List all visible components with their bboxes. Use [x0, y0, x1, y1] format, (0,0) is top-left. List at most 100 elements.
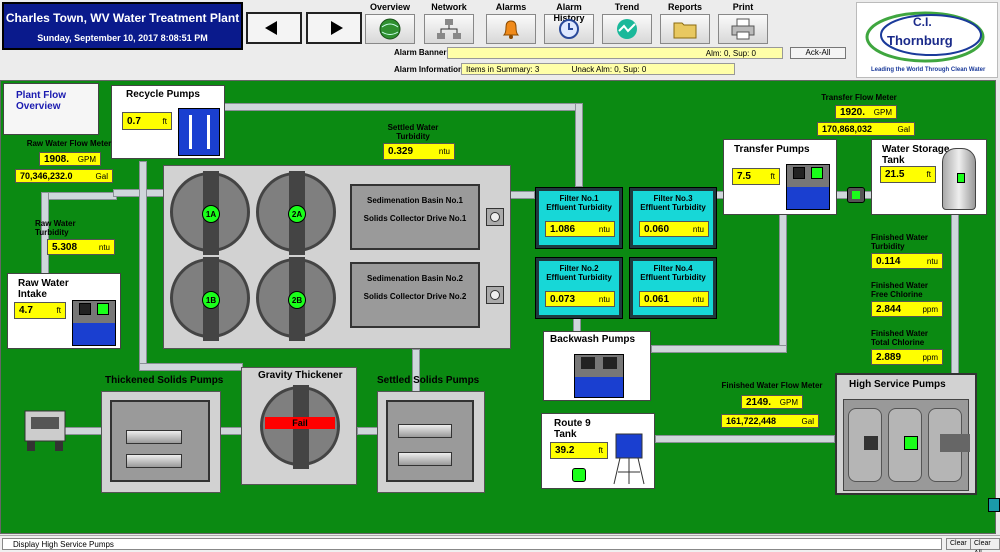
- clarifier-1a-tag: 1A: [202, 205, 220, 223]
- settled-pumps-title: Settled Solids Pumps: [377, 375, 480, 386]
- clarifier-2a[interactable]: 2A: [256, 171, 336, 255]
- pump-motor-icon: [126, 454, 182, 468]
- pump-running-icon: [97, 303, 109, 315]
- route9-valve-icon[interactable]: [572, 468, 586, 482]
- sed-basin-2[interactable]: Sedimenation Basin No.2 Solids Collector…: [350, 262, 480, 328]
- alarm-banner-label: Alarm Banner: [394, 48, 447, 57]
- back-button[interactable]: [246, 12, 302, 44]
- settled-pumps-housing: [386, 400, 474, 482]
- high-service-pumps-panel[interactable]: High Service Pumps: [835, 373, 977, 495]
- alarm-info-field[interactable]: Items in Summary: 3 Unack Alm: 0, Sup: 0: [461, 63, 735, 75]
- right-arrow-icon: [331, 21, 343, 35]
- pump-motor-icon: [126, 430, 182, 444]
- clarifier-2b[interactable]: 2B: [256, 257, 336, 341]
- route9-title: Route 9 Tank: [554, 418, 591, 440]
- settled-turbidity-value: 0.329: [388, 146, 414, 157]
- water-tower-icon: [613, 433, 645, 485]
- folder-icon: [673, 22, 697, 39]
- filter-3-name: Filter No.3: [653, 194, 693, 203]
- high-service-pump-bay: [843, 399, 970, 491]
- filter-4-value: 0.061: [644, 293, 670, 305]
- thickened-pumps-title: Thickened Solids Pumps: [105, 375, 224, 386]
- backwash-pumps-panel[interactable]: Backwash Pumps: [543, 331, 651, 401]
- printer-icon: [731, 18, 755, 40]
- filter-1-sub: Effluent Turbidity: [546, 203, 612, 212]
- sedimentation-complex[interactable]: 1A 2A 1B 2B Sedimenation Basin No.1 Soli…: [163, 165, 511, 349]
- logo-swoosh-icon: [865, 11, 985, 63]
- tool-overview[interactable]: Overview: [363, 2, 417, 46]
- company-logo: C.I. Thornburg Leading the World Through…: [856, 2, 998, 78]
- raw-intake-well: [72, 300, 116, 346]
- finished-turbidity-label: Finished Water Turbidity: [871, 233, 929, 251]
- pump-motor-icon: [398, 424, 452, 438]
- alarm-banner-field[interactable]: Alm: 0, Sup: 0: [447, 47, 783, 59]
- transfer-pumps-level-unit: ft: [770, 172, 775, 181]
- filter-3-sub: Effluent Turbidity: [640, 203, 706, 212]
- filter-2-name: Filter No.2: [559, 264, 599, 273]
- clarifier-1b[interactable]: 1B: [170, 257, 250, 341]
- finished-flow-label: Finished Water Flow Meter: [721, 381, 823, 390]
- settled-pumps-panel[interactable]: [377, 391, 485, 493]
- transfer-valve-icon[interactable]: [847, 187, 865, 203]
- route9-level-value: 39.2: [555, 445, 575, 456]
- header-bar: Charles Town, WV Water Treatment Plant S…: [0, 0, 1000, 80]
- ack-all-button[interactable]: Ack-All: [790, 47, 846, 59]
- free-chlorine-value: 2.844: [876, 303, 902, 315]
- bell-icon: [502, 20, 520, 39]
- thickened-pumps-panel[interactable]: [101, 391, 221, 493]
- filter-2-value: 0.073: [550, 293, 576, 305]
- tool-trend[interactable]: Trend: [600, 2, 654, 46]
- scroll-right-icon[interactable]: [988, 498, 1000, 512]
- finished-flow-rate: 2149.GPM: [741, 395, 803, 409]
- clarifier-1a[interactable]: 1A: [170, 171, 250, 255]
- thickened-pumps-housing: [110, 400, 210, 482]
- tool-network[interactable]: Network: [422, 2, 476, 46]
- recycle-pumps-level-value: 0.7: [127, 115, 141, 127]
- raw-flow-rate: 1908.GPM: [39, 152, 101, 166]
- trend-icon: [617, 19, 637, 39]
- sed-collector-1-label: Solids Collector Drive No.1: [363, 214, 467, 223]
- network-icon: [437, 19, 461, 39]
- plant-flow-overview-button[interactable]: Plant Flow Overview: [3, 83, 99, 135]
- raw-intake-level-value: 4.7: [19, 305, 33, 316]
- pipe-thickener-left: [219, 427, 243, 435]
- pipe-transfer-down: [779, 211, 787, 351]
- clear-button[interactable]: Clear: [946, 538, 971, 550]
- transfer-flow-rate-value: 1920.: [840, 106, 866, 118]
- recycle-wetwell: [178, 108, 220, 156]
- logo-tagline: Leading the World Through Clean Water: [871, 67, 986, 73]
- tool-reports[interactable]: Reports: [658, 2, 712, 46]
- tool-alarms[interactable]: Alarms: [484, 2, 538, 46]
- gravity-thickener-panel[interactable]: Gravity Thickener Fail: [241, 367, 357, 485]
- tool-alarms-label: Alarms: [495, 2, 527, 12]
- filter-2-unit: ntu: [598, 294, 610, 304]
- tool-alarm-history[interactable]: Alarm History: [542, 2, 596, 46]
- sed-basin-1[interactable]: Sedimenation Basin No.1 Solids Collector…: [350, 184, 480, 250]
- sed-basin-2-label: Sedimenation Basin No.2: [366, 274, 464, 283]
- raw-flow-total-value: 70,346,232.0: [20, 171, 73, 181]
- clear-all-button[interactable]: Clear All: [970, 538, 1000, 552]
- tool-print[interactable]: Print: [716, 2, 770, 46]
- pipe-finished: [655, 435, 835, 443]
- sed-basin-1-label: Sedimenation Basin No.1: [366, 196, 464, 205]
- plant-title-box: Charles Town, WV Water Treatment Plant S…: [2, 2, 243, 50]
- raw-flow-rate-value: 1908.: [44, 153, 70, 165]
- forward-button[interactable]: [306, 12, 362, 44]
